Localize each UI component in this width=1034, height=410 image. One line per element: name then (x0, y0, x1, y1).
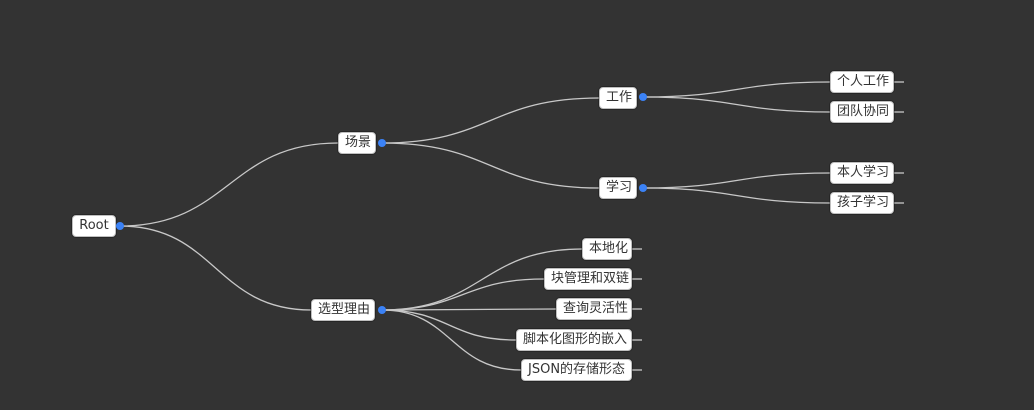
node-geren-gongzuo[interactable]: 个人工作 (830, 71, 894, 93)
edge-xuanxing-kuai (381, 278, 545, 311)
edge-changjing-gongzuo (381, 97, 600, 144)
node-json-cunchu[interactable]: JSON的存储形态 (521, 359, 632, 381)
node-changjing[interactable]: 场景 (338, 132, 376, 154)
edge-root-changjing (119, 142, 339, 227)
edge-gongzuo-tuandui (642, 96, 831, 113)
node-kuai-guanli[interactable]: 块管理和双链 (544, 268, 632, 290)
edge-xuanxing-json (381, 309, 522, 371)
collapse-toggle-gongzuo[interactable] (639, 93, 647, 101)
node-bendihua[interactable]: 本地化 (582, 238, 632, 260)
node-chaxun-linghuo[interactable]: 查询灵活性 (556, 298, 632, 320)
node-tuandui-xietong[interactable]: 团队协同 (830, 101, 894, 123)
edge-xuanxing-chaxun (381, 308, 557, 311)
collapse-toggle-changjing[interactable] (378, 139, 386, 147)
node-xuexi[interactable]: 学习 (599, 177, 637, 199)
edge-root-xuanxing (119, 225, 312, 311)
edge-xuanxing-jiaoben (381, 309, 517, 341)
edge-gongzuo-geren (642, 81, 831, 98)
node-jiaoben-tuxing[interactable]: 脚本化图形的嵌入 (516, 329, 632, 351)
edge-xuexi-benren (642, 172, 831, 189)
node-benren-xuexi[interactable]: 本人学习 (830, 162, 894, 184)
edge-xuexi-haizi (642, 187, 831, 204)
collapse-toggle-xuexi[interactable] (639, 184, 647, 192)
node-xuanxing-liyou[interactable]: 选型理由 (311, 299, 375, 321)
node-haizi-xuexi[interactable]: 孩子学习 (830, 192, 894, 214)
node-root[interactable]: Root (72, 215, 116, 237)
collapse-toggle-xuanxing-liyou[interactable] (378, 306, 386, 314)
node-gongzuo[interactable]: 工作 (599, 87, 637, 109)
edge-changjing-xuexi (381, 142, 600, 189)
collapse-toggle-root[interactable] (116, 222, 124, 230)
